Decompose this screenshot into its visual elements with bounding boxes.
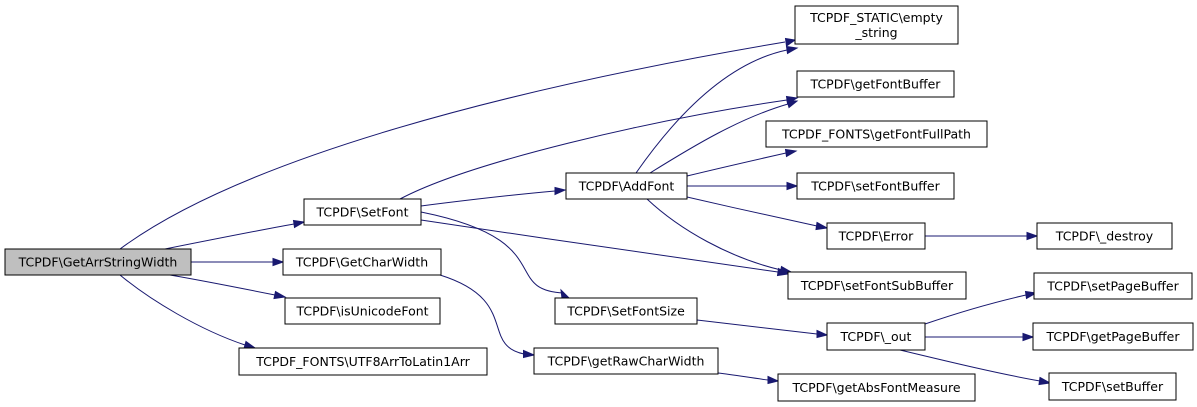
edge-getarrstringwidth-to-utf8arrtolatin1arr [119, 274, 257, 350]
edge-addfont-to-error [686, 196, 829, 231]
edge-addfont-to-empty-string [635, 45, 799, 174]
edge-getarrstringwidth-to-isunicodefont [169, 274, 287, 300]
node-getcharwidth[interactable]: TCPDF\GetCharWidth [282, 248, 442, 276]
edge-getcharwidth-to-getrawcharwidth [439, 274, 536, 359]
edge-setfont-to-setfontsize [420, 211, 571, 300]
node-setfontbuffer[interactable]: TCPDF\setFontBuffer [796, 172, 955, 200]
edge-out-to-getpagebuffer [925, 332, 1035, 342]
node-label-line2: _string [854, 25, 897, 40]
node-label: TCPDF\getPageBuffer [1046, 329, 1181, 344]
node-getfontbuffer[interactable]: TCPDF\getFontBuffer [796, 70, 955, 98]
node-out[interactable]: TCPDF\_out [826, 322, 926, 351]
node-label: TCPDF_FONTS\UTF8ArrToLatin1Arr [255, 354, 470, 369]
node-setfontsize[interactable]: TCPDF\SetFontSize [554, 297, 698, 325]
node-label: TCPDF\GetArrStringWidth [18, 255, 178, 270]
node-label: TCPDF\setFontSubBuffer [800, 278, 954, 293]
call-graph-nodes: TCPDF\GetArrStringWidth TCPDF\SetFont TC… [4, 5, 1194, 402]
node-error[interactable]: TCPDF\Error [826, 222, 926, 250]
node-getpagebuffer[interactable]: TCPDF\getPageBuffer [1032, 322, 1194, 351]
node-label: TCPDF\AddFont [578, 179, 675, 194]
node-setfont[interactable]: TCPDF\SetFont [303, 198, 422, 226]
node-label: TCPDF\isUnicodeFont [295, 304, 428, 319]
node-setbuffer[interactable]: TCPDF\setBuffer [1048, 372, 1177, 401]
node-label: TCPDF\_destroy [1055, 229, 1154, 244]
node-label-line1: TCPDF_STATIC\empty [809, 10, 943, 25]
node-getrawcharwidth[interactable]: TCPDF\getRawCharWidth [533, 347, 719, 375]
node-getarrstringwidth[interactable]: TCPDF\GetArrStringWidth [4, 248, 192, 276]
node-label: TCPDF\getRawCharWidth [547, 354, 705, 369]
node-label: TCPDF\_out [840, 329, 912, 344]
node-label: TCPDF\getFontBuffer [810, 77, 942, 92]
edge-addfont-to-getfontfullpath [686, 148, 798, 177]
edge-getarrstringwidth-to-getcharwidth [191, 257, 285, 267]
node-label: TCPDF\setPageBuffer [1046, 279, 1179, 294]
edge-out-to-setpagebuffer [924, 290, 1038, 325]
node-label: TCPDF\setBuffer [1061, 379, 1164, 394]
edge-addfont-to-setfontbuffer [687, 181, 799, 191]
node-addfont[interactable]: TCPDF\AddFont [565, 172, 688, 200]
node-getabsfontmeasure[interactable]: TCPDF\getAbsFontMeasure [777, 373, 976, 402]
node-label: TCPDF_FONTS\getFontFullPath [781, 127, 971, 142]
node-label: TCPDF\SetFontSize [566, 304, 685, 319]
node-label: TCPDF\Error [838, 229, 915, 244]
node-label: TCPDF\GetCharWidth [295, 255, 428, 270]
node-label: TCPDF\SetFont [316, 205, 409, 220]
node-label: TCPDF\setFontBuffer [810, 179, 940, 194]
edge-setfontsize-to-out [696, 319, 829, 339]
node-setpagebuffer[interactable]: TCPDF\setPageBuffer [1033, 272, 1193, 300]
call-graph-edges [119, 37, 1052, 386]
node-label: TCPDF\getAbsFontMeasure [791, 380, 960, 395]
node-setfontsubbuffer[interactable]: TCPDF\setFontSubBuffer [787, 271, 967, 300]
edge-getrawcharwidth-to-getabsfontmeasure [717, 372, 780, 385]
edge-getarrstringwidth-to-setfont [164, 219, 306, 250]
node-getfontfullpath[interactable]: TCPDF_FONTS\getFontFullPath [765, 120, 988, 148]
edge-getarrstringwidth-to-empty-string [119, 37, 797, 250]
edge-addfont-to-getfontbuffer [649, 99, 799, 174]
edge-setfont-to-addfont [420, 186, 567, 207]
edge-addfont-to-setfontsubbuffer [646, 198, 793, 275]
node-empty-string[interactable]: TCPDF_STATIC\empty _string [794, 5, 959, 45]
node-destroy[interactable]: TCPDF\_destroy [1036, 222, 1173, 250]
edge-out-to-setbuffer [899, 349, 1052, 386]
edge-error-to-destroy [925, 231, 1039, 241]
node-utf8arrtolatin1arr[interactable]: TCPDF_FONTS\UTF8ArrToLatin1Arr [238, 347, 488, 376]
node-isunicodefont[interactable]: TCPDF\isUnicodeFont [284, 297, 441, 325]
